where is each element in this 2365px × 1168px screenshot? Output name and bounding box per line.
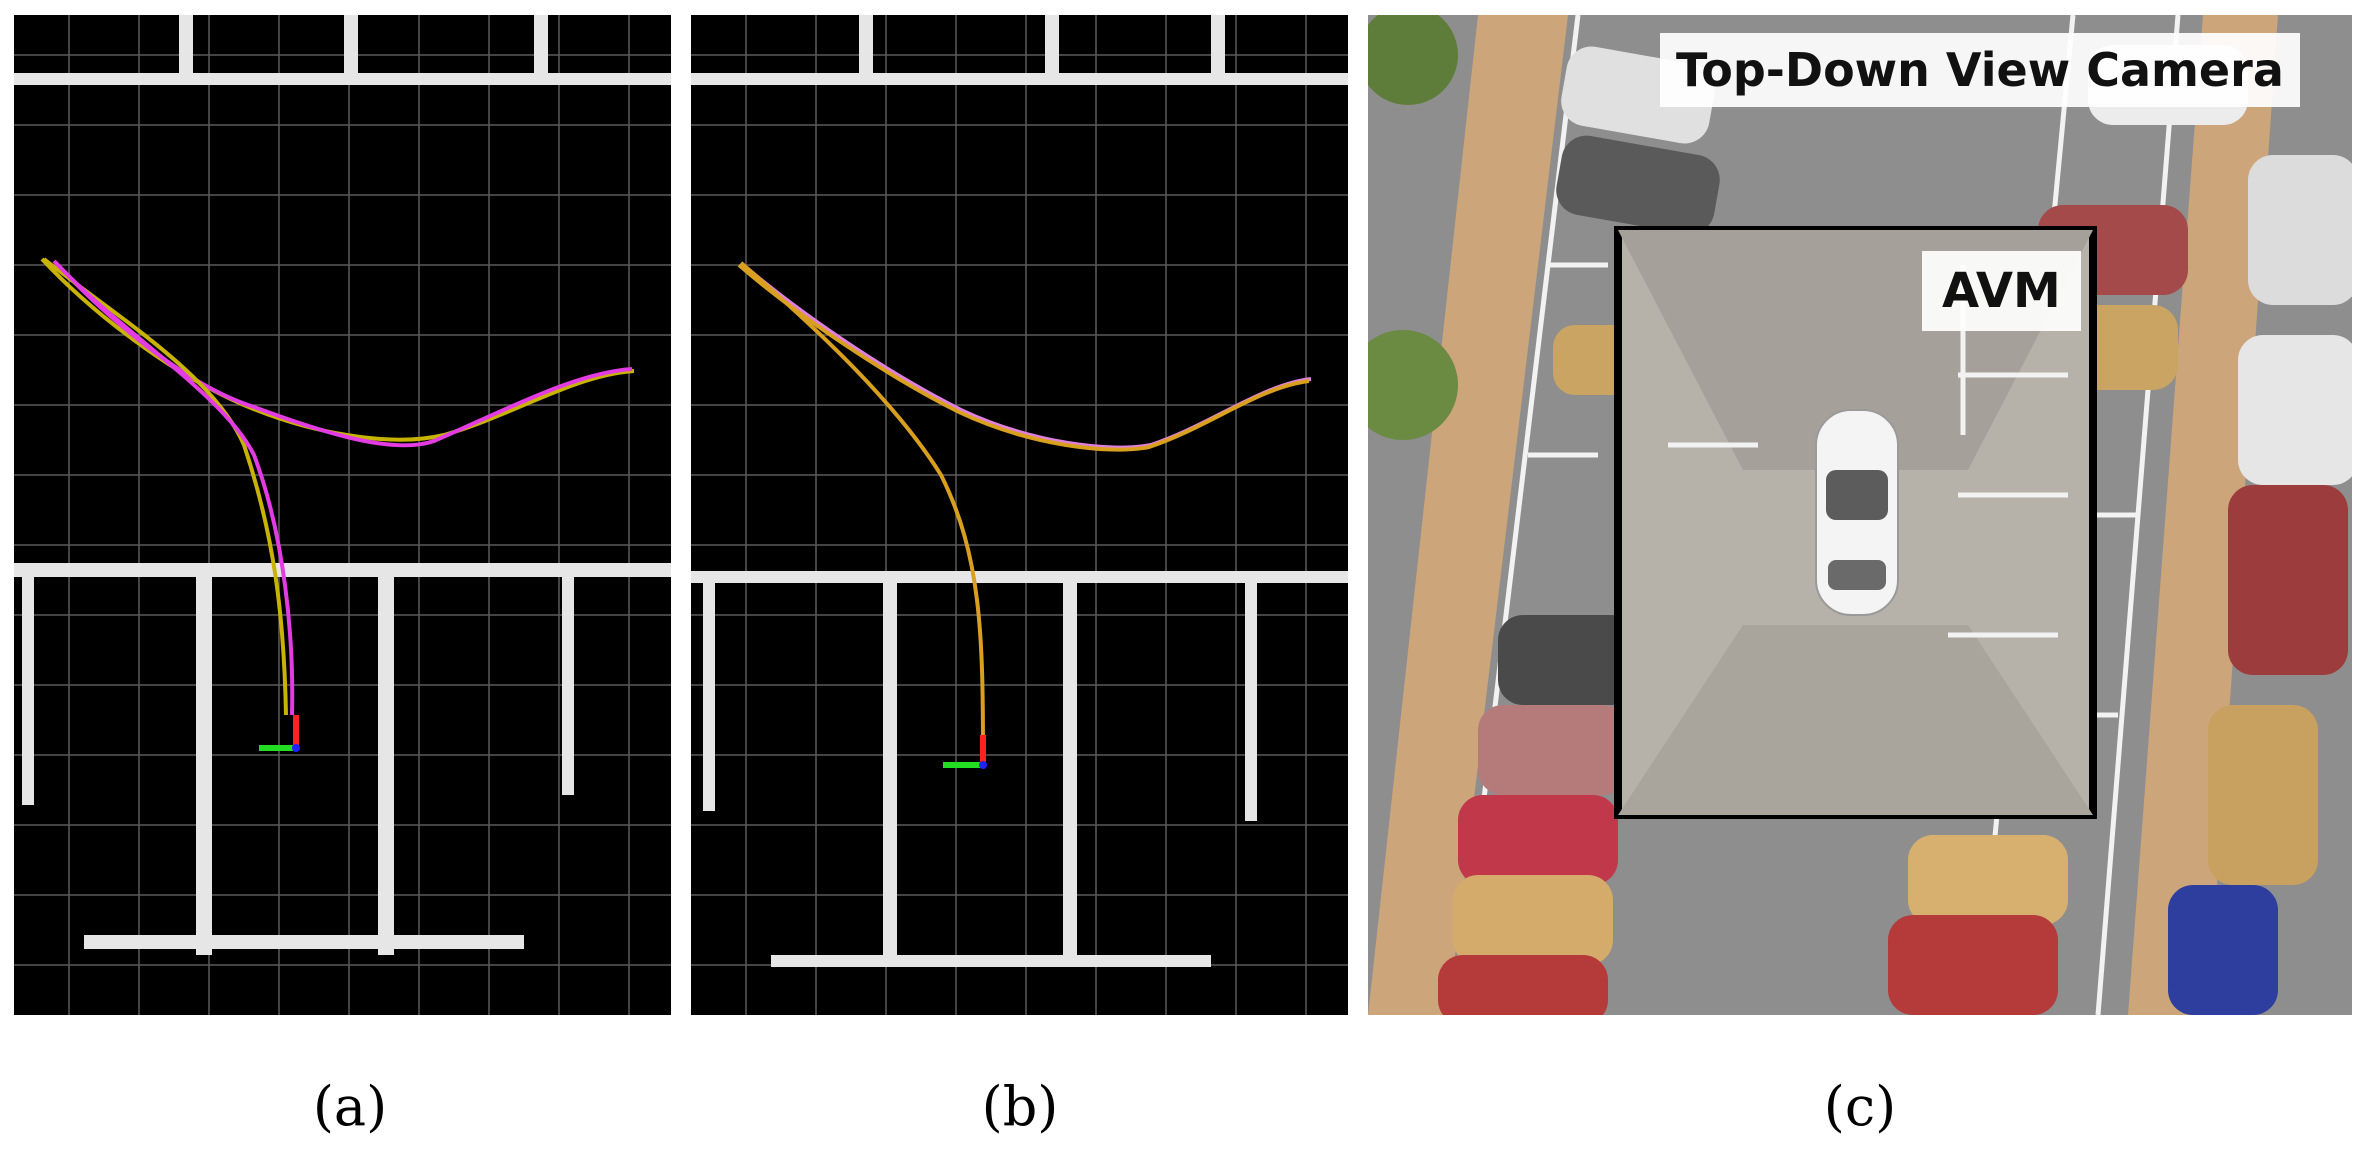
- parked-cars-right: [1888, 45, 2352, 1015]
- pose-axes: [943, 735, 987, 769]
- panel-a-canvas: [14, 15, 671, 1015]
- panel-a-map: [14, 15, 671, 1015]
- grid: [691, 15, 1348, 1015]
- right-sidewalk: [2128, 15, 2278, 1015]
- trajectories: [737, 261, 1312, 756]
- avm-label: AVM: [1922, 251, 2081, 331]
- panel-b-canvas: [691, 15, 1348, 1015]
- caption-b: (b): [981, 1075, 1059, 1138]
- point-cloud-lines: [14, 15, 671, 955]
- pose-axes: [259, 715, 300, 752]
- caption-a: (a): [312, 1075, 388, 1138]
- point-cloud-lines: [691, 15, 1348, 967]
- trajectories: [40, 257, 635, 716]
- caption-c: (c): [1823, 1075, 1897, 1138]
- tree: [1368, 330, 1458, 440]
- top-down-camera-label: Top-Down View Camera: [1660, 33, 2300, 107]
- panel-b-map: [691, 15, 1348, 1015]
- panel-c-scene: [1368, 15, 2352, 1015]
- tree: [1368, 15, 1458, 105]
- left-sidewalk: [1368, 15, 1568, 1015]
- grid: [14, 15, 671, 1015]
- panel-c-camera: Top-Down View Camera AVM: [1368, 15, 2352, 1015]
